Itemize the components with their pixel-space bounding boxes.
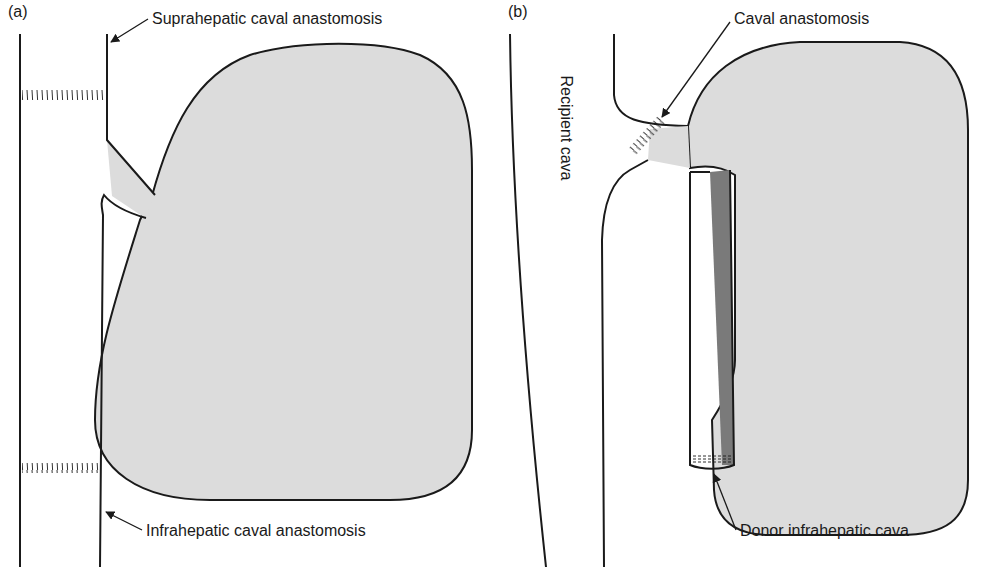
callout-label: Donor infrahepatic cava [740,521,909,540]
leader-arrow [662,22,730,117]
anastomosis-stitches [22,463,99,473]
recipient-cava-right-wall-upper [614,34,688,126]
vessel-label: Recipient cava [557,76,576,181]
suprahepatic-junction [107,140,155,218]
leader-arrow [714,474,736,530]
suprahepatic-cava-wall [107,34,155,195]
recipient-cava-left-wall [19,34,21,567]
recipient-cava-right-wall-lower [602,160,648,567]
callout-label: Infrahepatic caval anastomosis [146,521,366,540]
recipient-cava-left-wall [510,34,546,567]
leader-arrow [111,19,148,42]
liver [95,44,472,500]
donor-cava-top [690,171,710,173]
ligation-stitches [692,455,732,463]
donor-infrahepatic-cava [690,170,734,469]
liver [688,42,968,535]
panel-letter: (a) [8,2,28,21]
leader-arrow [106,512,142,530]
anastomosis-stitches [22,90,106,100]
callout-label: Suprahepatic caval anastomosis [152,9,382,28]
anastomosis-stitches [628,116,665,155]
panel-letter: (b) [508,2,528,21]
callout-label: Caval anastomosis [734,9,869,28]
infrahepatic-cava-wall [100,195,146,567]
panel-a [20,19,472,567]
ligation-stitches [693,456,731,462]
panel-b [510,22,968,567]
